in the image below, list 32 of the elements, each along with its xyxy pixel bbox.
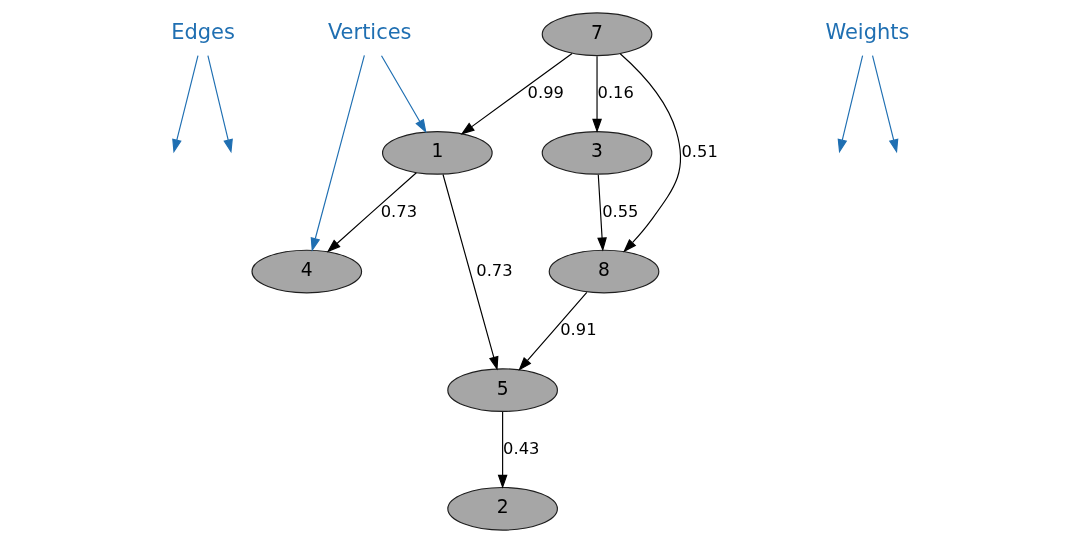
node-text: Edges <box>170 20 235 45</box>
edge-label: 0.99 <box>527 82 564 102</box>
arrow <box>619 53 681 253</box>
arrow <box>380 55 427 134</box>
edge-label: 0.91 <box>559 320 597 340</box>
node-ellipse: 1 <box>381 131 493 175</box>
arrow <box>460 53 573 135</box>
edge-label: 0.73 <box>380 201 417 221</box>
arrow <box>596 174 607 252</box>
arrow <box>497 411 508 489</box>
arrow <box>441 173 498 371</box>
arrow <box>591 55 602 133</box>
node-text: Weights <box>824 20 909 45</box>
edge-label: 0.43 <box>502 438 539 458</box>
edge-label: 0.16 <box>597 82 634 102</box>
node-ellipse: 3 <box>541 131 652 175</box>
arrow <box>326 172 417 253</box>
arrow <box>310 54 365 252</box>
node-ellipse: 7 <box>541 12 652 57</box>
node-ellipse: 5 <box>446 368 558 412</box>
node-ellipse: 4 <box>250 249 362 294</box>
arrow <box>871 55 898 154</box>
node-ellipse: 8 <box>548 249 659 294</box>
edge-label: 0.73 <box>475 260 513 280</box>
node-ellipse: 2 <box>446 486 558 531</box>
node-text: Vertices <box>327 20 412 45</box>
arrow <box>517 291 587 371</box>
arrow <box>837 55 863 154</box>
edge-label: 0.51 <box>680 142 718 162</box>
arrow <box>206 55 233 154</box>
arrow <box>171 55 199 154</box>
edge-label: 0.55 <box>601 201 638 221</box>
